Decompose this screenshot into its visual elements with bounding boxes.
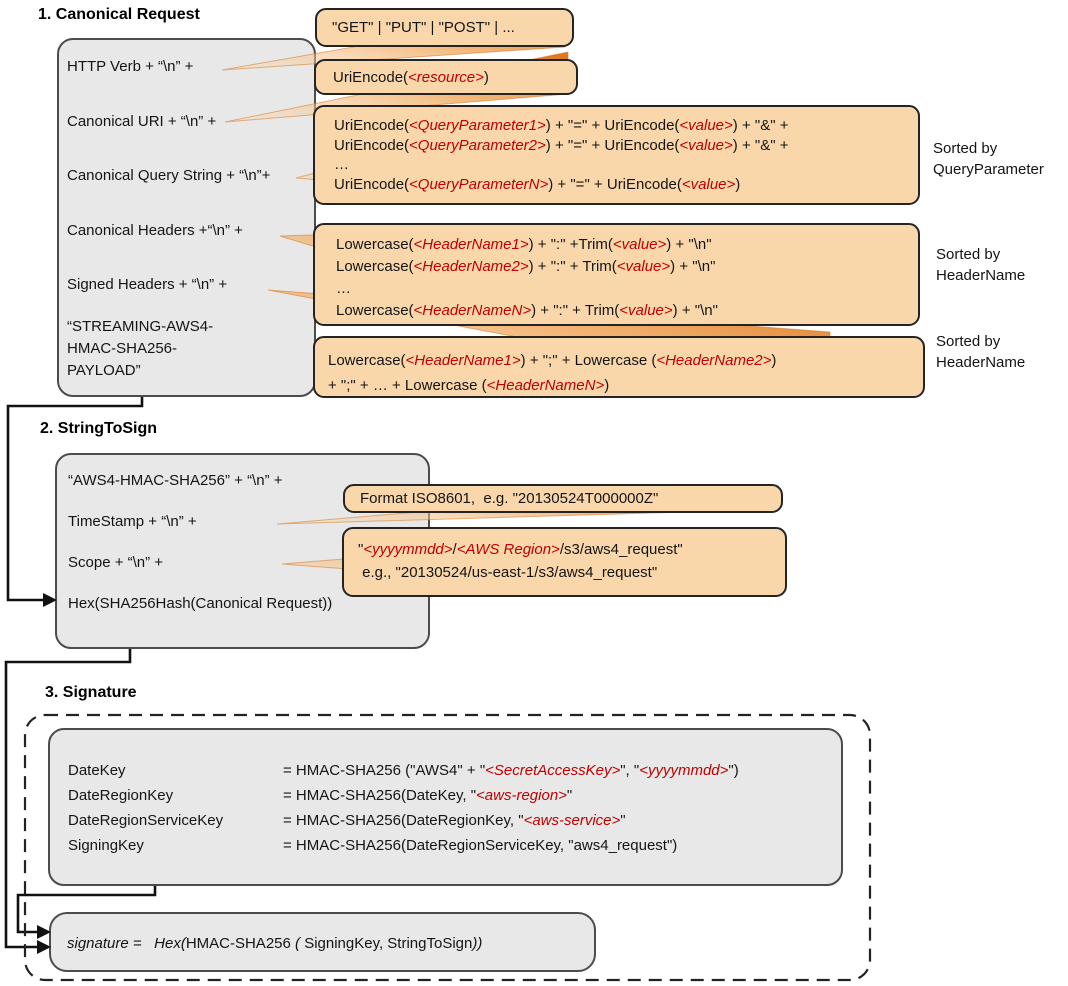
callout-query-string: UriEncode(<QueryParameter1>) + "=" + Uri…	[313, 105, 920, 205]
canonical-request-lines: HTTP Verb + “\n” +Canonical URI + “\n” +…	[67, 58, 271, 293]
callout-uri: UriEncode(<resource>)	[314, 59, 578, 95]
signing-key-formulas: = HMAC-SHA256 ("AWS4" + "<SecretAccessKe…	[283, 762, 739, 854]
callout-canonical-headers: Lowercase(<HeaderName1>) + ":" +Trim(<va…	[313, 223, 920, 326]
callout-timestamp-format: Format ISO8601, e.g. "20130524T000000Z"	[343, 484, 783, 513]
stringtosign-lines: “AWS4-HMAC-SHA256” + “\n” +TimeStamp + “…	[68, 472, 333, 612]
section-title-stringtosign: 2. StringToSign	[40, 420, 158, 437]
callout-timestamp-text: Format ISO8601, e.g. "20130524T000000Z"	[360, 490, 659, 507]
callout-uri-text: UriEncode(<resource>)	[333, 68, 489, 86]
signature-formula: signature = Hex(HMAC-SHA256 ( SigningKey…	[67, 935, 483, 952]
callout-scope-format: "<yyyymmdd>/<AWS Region>/s3/aws4_request…	[342, 527, 787, 597]
callout-signed-headers: Lowercase(<HeaderName1>) + ";" + Lowerca…	[313, 336, 925, 398]
callout-http-verb: "GET" | "PUT" | "POST" | ...	[315, 8, 574, 47]
section-title-canonical-request: 1. Canonical Request	[38, 6, 200, 23]
section-title-signature: 3. Signature	[45, 684, 137, 701]
callout-http-verb-text: "GET" | "PUT" | "POST" | ...	[332, 19, 515, 36]
streaming-payload-lines: “STREAMING-AWS4-HMAC-SHA256-PAYLOAD”	[67, 318, 214, 379]
